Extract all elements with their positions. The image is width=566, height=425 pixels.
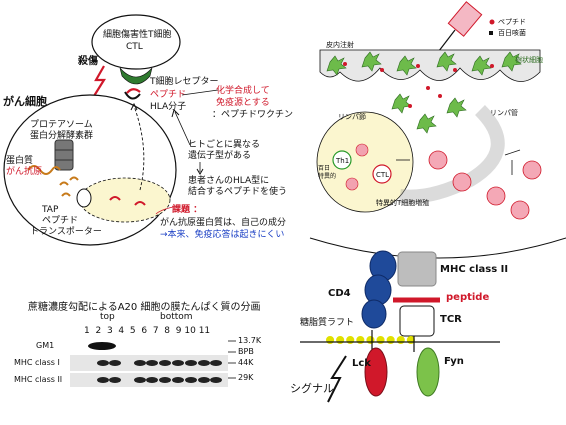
syringe-body — [447, 1, 483, 37]
fyn-shape — [416, 347, 440, 397]
dendritic-cells — [326, 51, 522, 134]
peptide-on-hla — [126, 88, 141, 94]
issue-brace — [155, 206, 174, 215]
lymph-node — [316, 111, 414, 213]
peptide-fragments — [59, 176, 79, 197]
marker-bpb: BPB — [238, 347, 254, 356]
th1-cell — [332, 150, 352, 170]
specific-label2: 特異的 — [318, 173, 337, 180]
marker-13k: 13.7K — [238, 336, 262, 345]
lane-numbers: 1 2 3 4 5 6 7 8 9 10 11 — [84, 326, 211, 336]
ctl-cell-node — [372, 164, 392, 184]
row-mhc1: MHC class I — [14, 358, 60, 367]
proteasome-label2: 蛋白分解酵素群 — [30, 131, 94, 141]
tcr-label-bottom: TCR — [440, 314, 462, 325]
patient-line1: 患者さんのHLA型に — [188, 176, 270, 186]
ctl-title: 細胞傷害性T細胞 — [103, 30, 172, 40]
cd4-shape — [361, 250, 397, 329]
marker-ticks — [228, 340, 236, 379]
chem-arrow — [181, 89, 219, 96]
tap-label: TAP — [42, 205, 59, 215]
marker-44k: 44K — [238, 358, 254, 367]
protein-chain — [27, 165, 61, 175]
lymph-node-label: リンパ節 — [338, 113, 366, 121]
dendritic-label: 樹状細胞 — [515, 56, 543, 64]
peptide-legend: ペプチド — [498, 18, 526, 26]
proteasome-icon — [54, 139, 74, 171]
blot-title: 蔗糖濃度勾配によるA20 細胞の膜たんぱく質の分画 — [28, 302, 261, 313]
blot-top-label: top — [100, 312, 115, 322]
patient-line2: 結合するペプチドを使う — [188, 187, 288, 197]
proliferating-t-cells — [428, 150, 542, 220]
marker-29k: 29K — [238, 373, 254, 382]
hla-to-genetic-arrow — [174, 111, 191, 146]
peptide-dots — [343, 62, 494, 108]
lymph-vessel-label: リンパ管 — [490, 109, 518, 117]
gm1-band — [88, 342, 116, 350]
mhc-class-ii-label: MHC class II — [440, 264, 509, 275]
raft-label: 糖脂質ラフト — [300, 318, 355, 328]
fyn-label: Fyn — [444, 356, 464, 367]
tap-transporter — [76, 188, 92, 208]
kill-label: 殺傷 — [78, 56, 98, 67]
peptide-label-bottom: peptide — [446, 292, 490, 303]
th1-label: Th1 — [336, 157, 350, 165]
chem-synth-line2: 免疫源とする — [216, 98, 270, 108]
proteasome-label1: プロテアソーム — [30, 120, 93, 130]
injection-label: 皮内注射 — [326, 41, 354, 49]
transporter-label: トランスポーター — [30, 227, 102, 237]
protein-label: 蛋白質 — [6, 156, 34, 166]
adjuvant-legend: 百日咳菌 — [498, 29, 526, 37]
mhc2-bands — [97, 377, 222, 383]
issue-line2: →本来、免疫応答は起きにくい — [160, 230, 285, 240]
ctl-cell — [91, 14, 181, 70]
chem-synth-line1: 化学合成して — [216, 86, 270, 96]
peptide-label: ペプチド — [150, 90, 187, 100]
specific-label1: 百日 — [318, 165, 331, 172]
lymph-vessel — [399, 105, 505, 204]
lck-shape — [364, 347, 388, 397]
peptide2-label: ペプチド — [42, 216, 79, 226]
vaccine-label: ：ペプチドワクチン — [212, 110, 294, 120]
kill-bolt-icon — [93, 65, 106, 97]
proliferation-label: 特異的T細胞増殖 — [376, 199, 430, 207]
issue-line1: がん抗原蛋白質は、自己の成分 — [160, 218, 287, 228]
lck-label: Lck — [352, 358, 371, 369]
row-mhc2: MHC class II — [14, 375, 63, 384]
blot-bottom-label: bottom — [160, 312, 193, 322]
hla-label: HLA分子 — [150, 102, 187, 112]
mhc-class-ii-shape — [397, 251, 437, 287]
genetic-line1: ヒトごとに異なる — [188, 140, 261, 150]
apc-membrane — [309, 237, 566, 259]
cancer-antigen-label: がん抗原 — [6, 167, 43, 177]
signal-label: シグナル — [290, 382, 334, 395]
tcr-label: T細胞レセプター — [150, 77, 219, 87]
ctl-subtitle: CTL — [126, 42, 143, 52]
ctl-node-label: CTL — [376, 171, 390, 179]
tcr-shape — [399, 305, 435, 337]
hla-molecule — [124, 91, 141, 100]
row-gm1: GM1 — [36, 341, 55, 350]
cancer-cell-label: がん細胞 — [3, 95, 47, 108]
genetic-line2: 遺伝子型がある — [188, 151, 252, 161]
t-cell-receptor-shape — [119, 67, 153, 85]
cd4-label: CD4 — [328, 288, 351, 299]
signal-bolt-icon — [327, 355, 347, 403]
issue-title: 課題 ： — [172, 205, 203, 215]
mhc1-bands — [97, 360, 222, 366]
transport-arrow — [133, 105, 145, 191]
er-region — [79, 177, 171, 223]
